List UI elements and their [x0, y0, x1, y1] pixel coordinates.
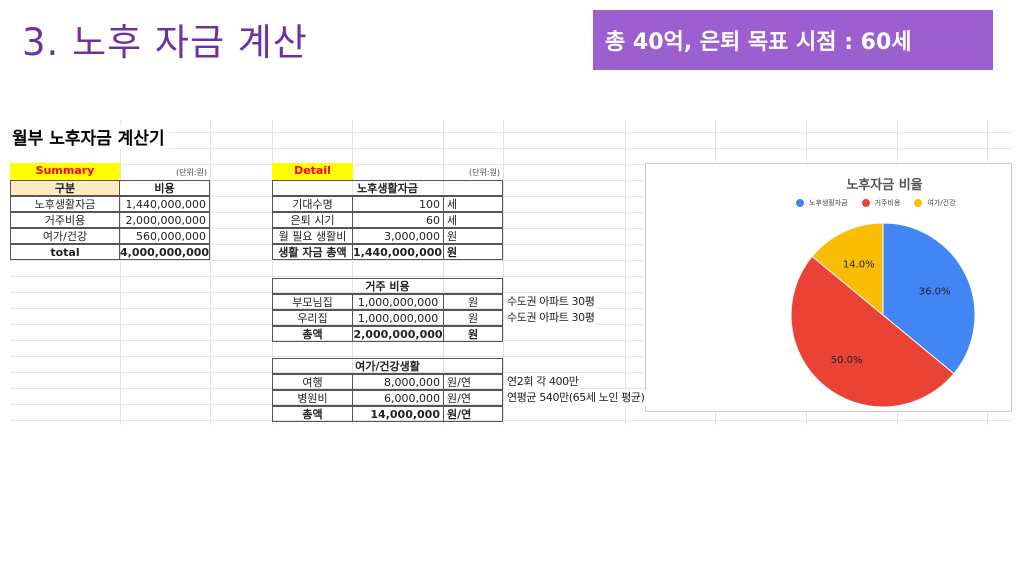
legend-label: 여가/건강	[927, 199, 956, 207]
summary-category: 여가/건강	[10, 228, 120, 244]
detail-item: 총액	[272, 326, 353, 342]
detail-value: 6,000,000	[352, 390, 444, 406]
detail-unit-cell: 원	[443, 244, 503, 260]
detail-unit-cell: 원/연	[443, 390, 503, 406]
detail-unit-cell: 세	[443, 212, 503, 228]
pie-slice-2[interactable]	[811, 222, 884, 317]
detail-item: 총액	[272, 406, 353, 422]
pie-label: 36.0%	[919, 287, 951, 298]
slide-title: 3. 노후 자금 계산	[22, 21, 308, 64]
detail-value: 1,000,000,000	[352, 310, 444, 326]
detail-unit-cell: 원	[443, 228, 503, 244]
pie-label: 50.0%	[831, 355, 863, 366]
detail-unit-cell: 원/연	[443, 406, 503, 422]
legend-item: 거주비용	[861, 198, 901, 208]
pie-label: 14.0%	[843, 259, 875, 270]
detail-item: 기대수명	[272, 196, 353, 212]
chart-legend: 노후생활자금 거주비용 여가/건강	[796, 198, 956, 208]
detail-value: 14,000,000	[352, 406, 444, 422]
summary-header-category: 구분	[10, 180, 120, 196]
summary-category: total	[10, 244, 120, 260]
summary-badge: 총 40억, 은퇴 목표 시점 : 60세	[593, 10, 993, 70]
summary-label: Summary	[10, 163, 120, 180]
detail-unit: (단위:원)	[468, 168, 500, 177]
detail-value: 8,000,000	[352, 374, 444, 390]
legend-dot-icon	[914, 199, 923, 207]
legend-dot-icon	[796, 199, 804, 207]
summary-category: 거주비용	[10, 212, 120, 228]
detail-unit-cell: 원/연	[443, 374, 503, 390]
detail-note: 연평균 540만(65세 노인 평균)	[504, 390, 647, 406]
pie-slice-0[interactable]	[882, 222, 976, 375]
detail-unit-cell: 세	[443, 196, 503, 212]
summary-header-cost: 비용	[119, 180, 210, 196]
section-title: 노후생활자금	[272, 180, 503, 196]
summary-cost: 560,000,000	[119, 228, 210, 244]
detail-value: 1,000,000,000	[352, 294, 444, 310]
summary-cost: 2,000,000,000	[119, 212, 210, 228]
section-title: 여가/건강생활	[272, 358, 503, 374]
detail-item: 병원비	[272, 390, 353, 406]
detail-item: 생활 자금 총액	[272, 244, 353, 260]
legend-label: 거주비용	[874, 199, 901, 207]
detail-unit-cell: 원	[443, 326, 503, 342]
legend-label: 노후생활자금	[809, 199, 848, 207]
detail-value: 100	[352, 196, 444, 212]
detail-unit-cell: 원	[443, 294, 503, 310]
detail-item: 우리집	[272, 310, 353, 326]
detail-unit-cell: 원	[443, 310, 503, 326]
pie-slice-1[interactable]	[790, 255, 955, 408]
detail-label: Detail	[272, 163, 353, 180]
summary-cost: 1,440,000,000	[119, 196, 210, 212]
legend-item: 노후생활자금	[796, 198, 848, 208]
detail-item: 은퇴 시기	[272, 212, 353, 228]
section-title: 거주 비용	[272, 278, 503, 294]
detail-note: 수도권 아파트 30평	[504, 294, 597, 310]
detail-item: 여행	[272, 374, 353, 390]
legend-dot-icon	[861, 199, 870, 207]
summary-category: 노후생활자금	[10, 196, 120, 212]
detail-note: 수도권 아파트 30평	[504, 310, 597, 326]
summary-unit: (단위:원)	[175, 168, 207, 177]
chart-title: 노후자금 비율	[846, 178, 923, 193]
sheet-title: 월부 노후자금 계산기	[12, 124, 169, 149]
detail-value: 60	[352, 212, 444, 228]
detail-note: 연2회 각 400만	[504, 374, 581, 390]
detail-value: 1,440,000,000	[352, 244, 444, 260]
pie-chart[interactable]: 노후자금 비율 노후생활자금 거주비용 여가/건강 36.0% 50.0% 14.0%	[645, 163, 1012, 412]
pie-svg: 36.0% 50.0% 14.0%	[790, 222, 976, 408]
summary-cost: 4,000,000,000	[119, 244, 210, 260]
detail-value: 3,000,000	[352, 228, 444, 244]
detail-value: 2,000,000,000	[352, 326, 444, 342]
detail-item: 부모님집	[272, 294, 353, 310]
detail-item: 월 필요 생활비	[272, 228, 353, 244]
legend-item: 여가/건강	[914, 198, 956, 208]
